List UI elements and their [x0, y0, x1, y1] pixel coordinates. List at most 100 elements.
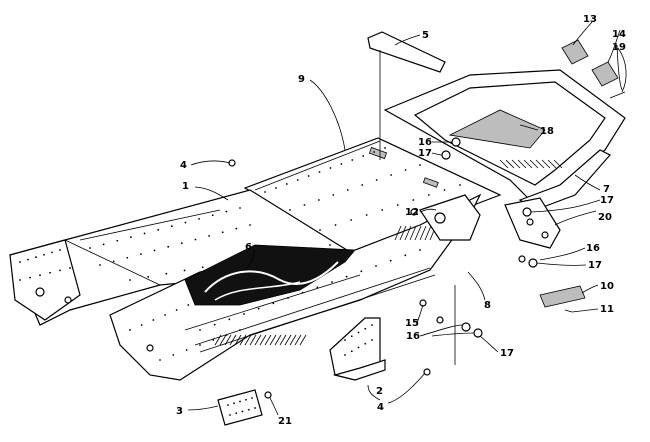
- hatch-line: [244, 334, 252, 346]
- rivet-dot: [251, 397, 253, 399]
- rivet-dot: [264, 191, 266, 193]
- hatch-line: [517, 159, 527, 169]
- rivet-dot: [19, 261, 21, 263]
- rivet-dot: [183, 269, 186, 272]
- hatch-line: [239, 334, 247, 346]
- hatch-line: [499, 159, 509, 169]
- rivet-dot: [285, 183, 288, 185]
- hatch-line: [284, 334, 292, 346]
- rivet-dot: [225, 210, 228, 213]
- rivet-dot: [334, 224, 337, 226]
- rivet-dot: [371, 339, 373, 341]
- rivet-dot: [130, 236, 132, 238]
- callout-11: 11: [600, 304, 614, 315]
- rivet-dot: [99, 264, 101, 266]
- rivet-dot: [27, 258, 29, 261]
- rivet-dot: [126, 256, 129, 259]
- rivet-dot: [221, 231, 224, 234]
- rivet-dot: [307, 175, 310, 177]
- callout-13: 13: [583, 14, 597, 25]
- rivet-dot: [35, 256, 37, 259]
- hatch-line: [419, 225, 427, 241]
- rivet-dot: [350, 219, 353, 221]
- rivet-dot: [375, 179, 378, 181]
- callout-17b: 17: [600, 195, 614, 206]
- callout-17a: 17: [418, 148, 432, 159]
- rivet-dot: [167, 245, 170, 248]
- callout-18: 18: [540, 126, 554, 137]
- callout-15: 15: [405, 318, 419, 329]
- rivet-dot: [332, 194, 335, 196]
- part-5: [367, 31, 446, 73]
- callout-20: 20: [598, 212, 612, 223]
- rivet-dot: [345, 275, 348, 278]
- rivet-dot: [165, 272, 168, 275]
- rivet-dot: [29, 276, 31, 279]
- rivet-dot: [351, 159, 354, 161]
- rivet-dot: [187, 304, 190, 306]
- hatch-line: [541, 159, 551, 169]
- rivet-dot: [316, 286, 319, 289]
- hatch-line: [249, 334, 257, 346]
- callout-16b: 16: [586, 243, 600, 254]
- rivet-dot: [373, 151, 375, 153]
- rivet-dot: [350, 335, 353, 338]
- callout-14: 14: [612, 29, 626, 40]
- rivet-dot: [235, 227, 238, 230]
- hatch-line: [254, 334, 262, 346]
- rivet-dot: [361, 184, 364, 186]
- callout-16c: 16: [406, 331, 420, 342]
- rivet-dot: [375, 265, 377, 267]
- rivet-dot: [185, 349, 188, 351]
- rivet-dot: [459, 184, 461, 186]
- callout-4b: 4: [377, 402, 384, 413]
- hatch-line: [409, 225, 417, 241]
- hatch-line: [229, 334, 237, 346]
- callout-9: 9: [298, 74, 305, 85]
- rivet-dot: [43, 253, 45, 256]
- rivet-dot: [199, 344, 201, 346]
- rivet-dot: [404, 254, 407, 257]
- rivet-dot: [275, 187, 277, 189]
- rivet-dot: [235, 412, 238, 415]
- rivet-dot: [227, 404, 229, 406]
- rivet-dot: [164, 314, 166, 316]
- callout-1: 1: [182, 181, 189, 192]
- rivet-dot: [157, 228, 160, 231]
- rivet-dot: [69, 267, 71, 269]
- callout-16a: 16: [418, 137, 432, 148]
- rivet-dot: [346, 189, 349, 191]
- decal: [184, 244, 356, 306]
- rivet-dot: [59, 249, 61, 251]
- rivet-dot: [360, 270, 363, 273]
- callout-labels: 1 2 3 4 4 5 6 7 8 9 10 11 12 13 14 15 16…: [176, 14, 626, 427]
- hatch-line: [214, 334, 222, 346]
- rivet-dot: [208, 235, 210, 237]
- rivet-dot: [318, 171, 321, 173]
- rivet-dot: [19, 279, 21, 281]
- mounting-bracket-12: [419, 194, 481, 241]
- hatch-line: [414, 225, 422, 241]
- rivet-dot: [287, 297, 289, 299]
- pad-13: [561, 39, 589, 65]
- rear-bumper-7: [383, 69, 626, 211]
- rivet-dot: [257, 307, 260, 310]
- rivet-dot: [331, 281, 333, 283]
- rivet-dot: [59, 269, 61, 272]
- rivet-dot: [301, 291, 304, 294]
- rivet-dot: [371, 324, 373, 326]
- rivet-dot: [89, 247, 91, 249]
- rivet-dot: [289, 209, 291, 211]
- rivet-dot: [147, 275, 150, 278]
- hatch-line: [511, 159, 521, 169]
- hatch-line: [529, 159, 539, 169]
- rivet-dot: [172, 354, 175, 356]
- rivet-dot: [364, 342, 367, 345]
- hatch-line: [269, 334, 277, 346]
- hatch-line: [224, 334, 232, 346]
- hatch-line: [289, 334, 297, 346]
- rivet-dot: [381, 209, 384, 211]
- rivet-dot: [443, 189, 446, 191]
- rivet-dot: [129, 279, 131, 281]
- hatch-line: [274, 334, 282, 346]
